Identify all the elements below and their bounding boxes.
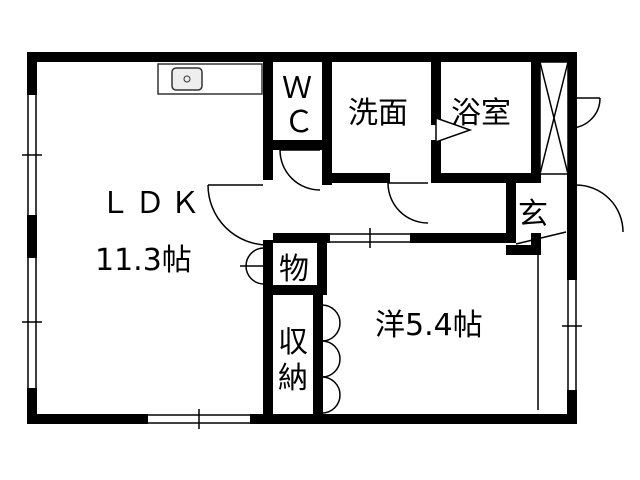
western-room-label: 洋5.4帖 [375, 308, 483, 343]
wc-label-line1: Ｗ [282, 71, 312, 106]
storage-label: 物 [279, 252, 309, 287]
wc-label-line2: Ｃ [284, 105, 314, 140]
bathroom-label: 浴室 [451, 96, 511, 131]
room-labels: ＬＤＫ 11.3帖 Ｗ Ｃ 洗面 浴室 玄 物 収 納 洋5.4帖 [95, 71, 548, 396]
sink-icon [171, 67, 203, 91]
doors [207, 97, 624, 414]
kitchen-counter [157, 63, 263, 95]
ldk-size-label: 11.3帖 [95, 243, 192, 278]
windows [22, 61, 582, 429]
entrance-label: 玄 [518, 197, 548, 232]
closet-label-line1: 収 [278, 325, 308, 360]
ldk-label: ＬＤＫ [100, 186, 200, 221]
walls [27, 52, 577, 424]
washroom-label: 洗面 [348, 96, 408, 131]
closet-label-line2: 納 [278, 361, 308, 396]
